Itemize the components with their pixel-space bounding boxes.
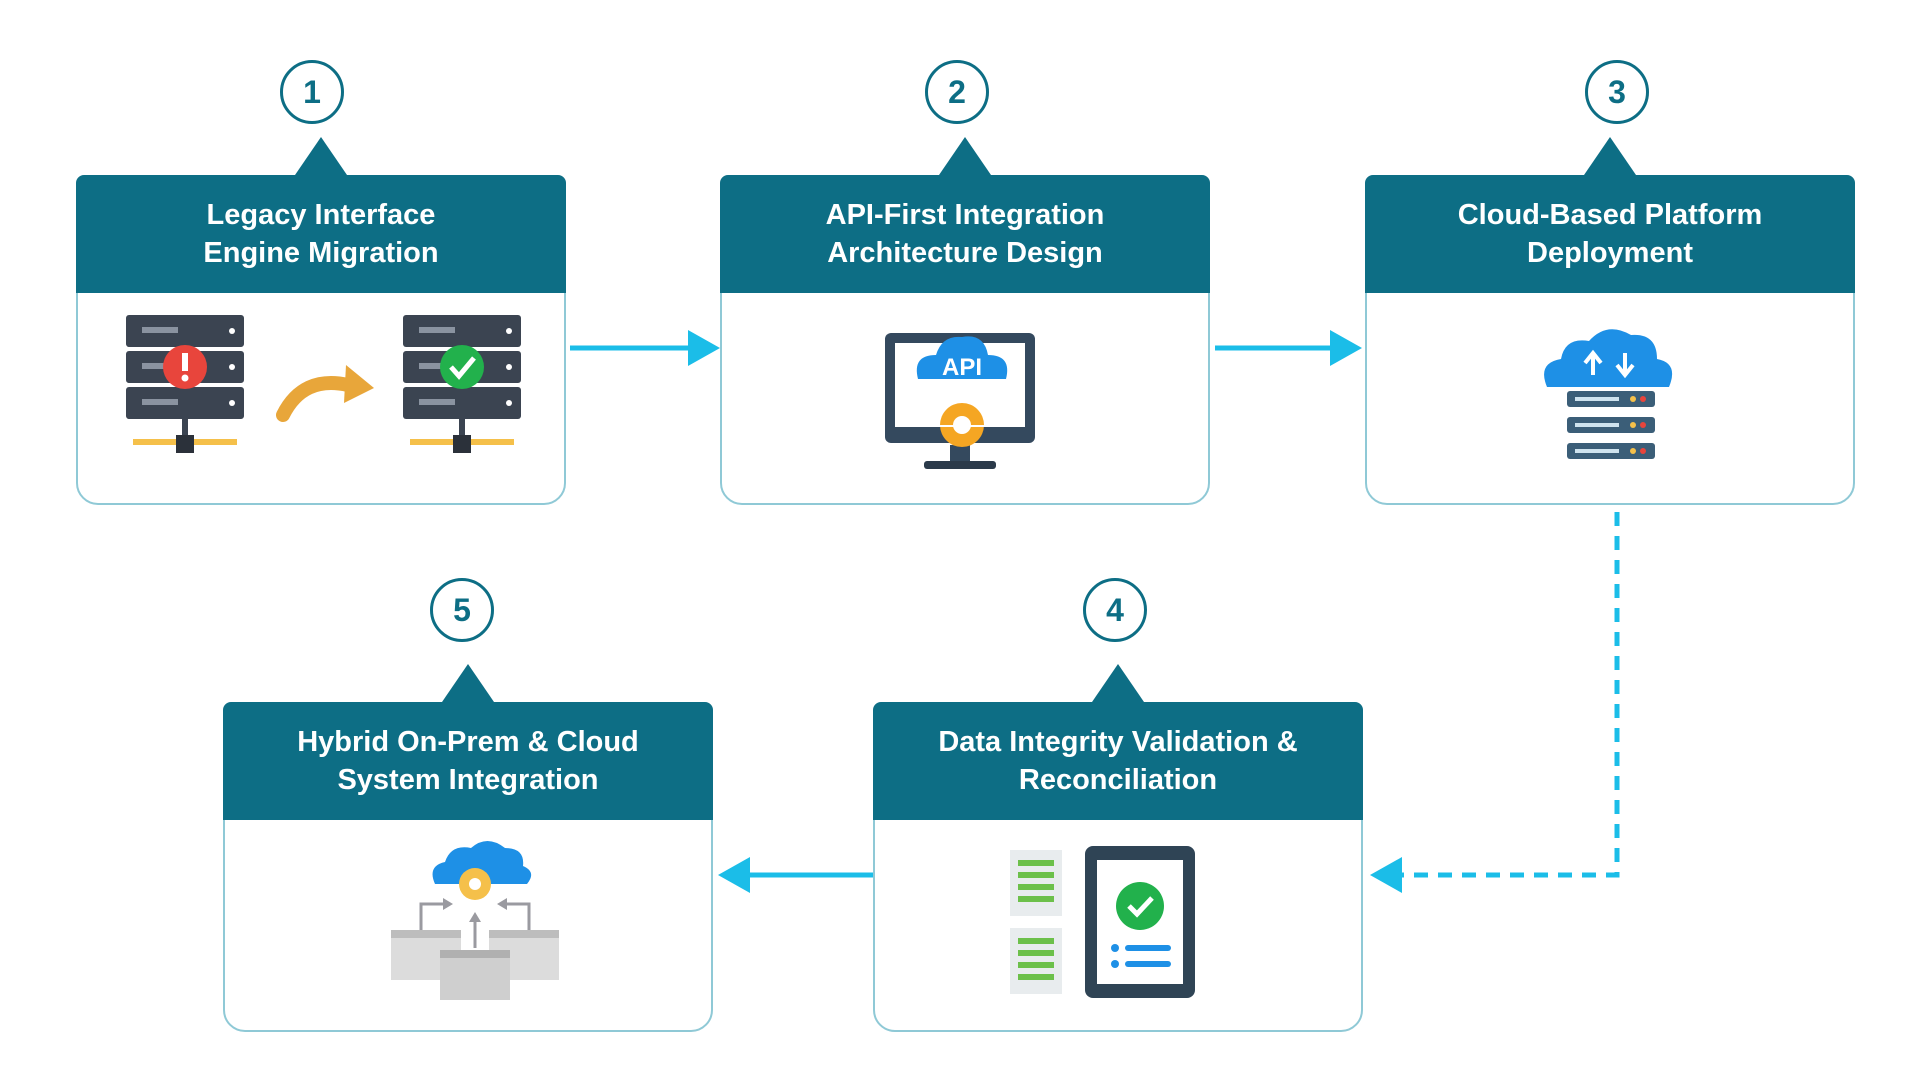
step-1-title: Legacy Interface Engine Migration: [203, 196, 438, 272]
step-3-title-line2: Deployment: [1527, 237, 1693, 269]
step-2-title-line1: API-First Integration: [825, 199, 1105, 231]
step-4-number: 4: [1083, 578, 1147, 642]
step-3-title: Cloud-Based Platform Deployment: [1458, 196, 1763, 272]
step-2-header: API-First Integration Architecture Desig…: [720, 137, 1210, 293]
step-5-header: Hybrid On-Prem & Cloud System Integratio…: [223, 664, 713, 820]
step-3-number: 3: [1585, 60, 1649, 124]
step-3-header: Cloud-Based Platform Deployment: [1365, 137, 1855, 293]
step-1-header: Legacy Interface Engine Migration: [76, 137, 566, 293]
step-1-title-line2: Engine Migration: [203, 237, 439, 269]
server-migration-icon: [126, 315, 521, 453]
api-monitor-icon: API: [885, 333, 1035, 469]
step-2-card: API-First Integration Architecture Desig…: [720, 137, 1210, 505]
step-3-title-line1: Cloud-Based Platform: [1457, 199, 1763, 231]
step-1-card: Legacy Interface Engine Migration: [76, 137, 566, 505]
step-5-title: Hybrid On-Prem & Cloud System Integratio…: [297, 723, 639, 799]
arrowhead-3-to-4: [1370, 857, 1402, 893]
step-5-title-line2: System Integration: [337, 764, 599, 796]
hybrid-integration-icon: [391, 841, 559, 1000]
step-2-notch: [939, 137, 991, 175]
api-label: API: [942, 354, 982, 381]
step-4-notch: [1092, 664, 1144, 702]
step-2-title-line2: Architecture Design: [827, 237, 1103, 269]
step-4-header: Data Integrity Validation & Reconciliati…: [873, 664, 1363, 820]
step-2-title: API-First Integration Architecture Desig…: [826, 196, 1105, 272]
step-3-notch: [1584, 137, 1636, 175]
step-4-title-line2: Reconciliation: [1018, 764, 1218, 796]
step-3-card: Cloud-Based Platform Deployment: [1365, 137, 1855, 505]
step-2-number: 2: [925, 60, 989, 124]
step-5-card: Hybrid On-Prem & Cloud System Integratio…: [223, 664, 713, 1032]
step-1-notch: [295, 137, 347, 175]
step-5-number: 5: [430, 578, 494, 642]
dashed-arrow-3-to-4: [1400, 512, 1620, 878]
arrowhead-4-to-5: [718, 857, 750, 893]
step-4-title-line1: Data Integrity Validation &: [938, 726, 1298, 758]
step-4-card: Data Integrity Validation & Reconciliati…: [873, 664, 1363, 1032]
arrowhead-1-to-2: [688, 330, 720, 366]
step-5-title-line1: Hybrid On-Prem & Cloud: [297, 726, 639, 758]
step-4-title: Data Integrity Validation & Reconciliati…: [938, 723, 1297, 799]
step-1-number: 1: [280, 60, 344, 124]
validation-tablet-icon: [1010, 846, 1195, 998]
step-1-title-line1: Legacy Interface: [206, 199, 436, 231]
cloud-server-icon: [1544, 329, 1673, 459]
arrowhead-2-to-3: [1330, 330, 1362, 366]
step-5-notch: [442, 664, 494, 702]
